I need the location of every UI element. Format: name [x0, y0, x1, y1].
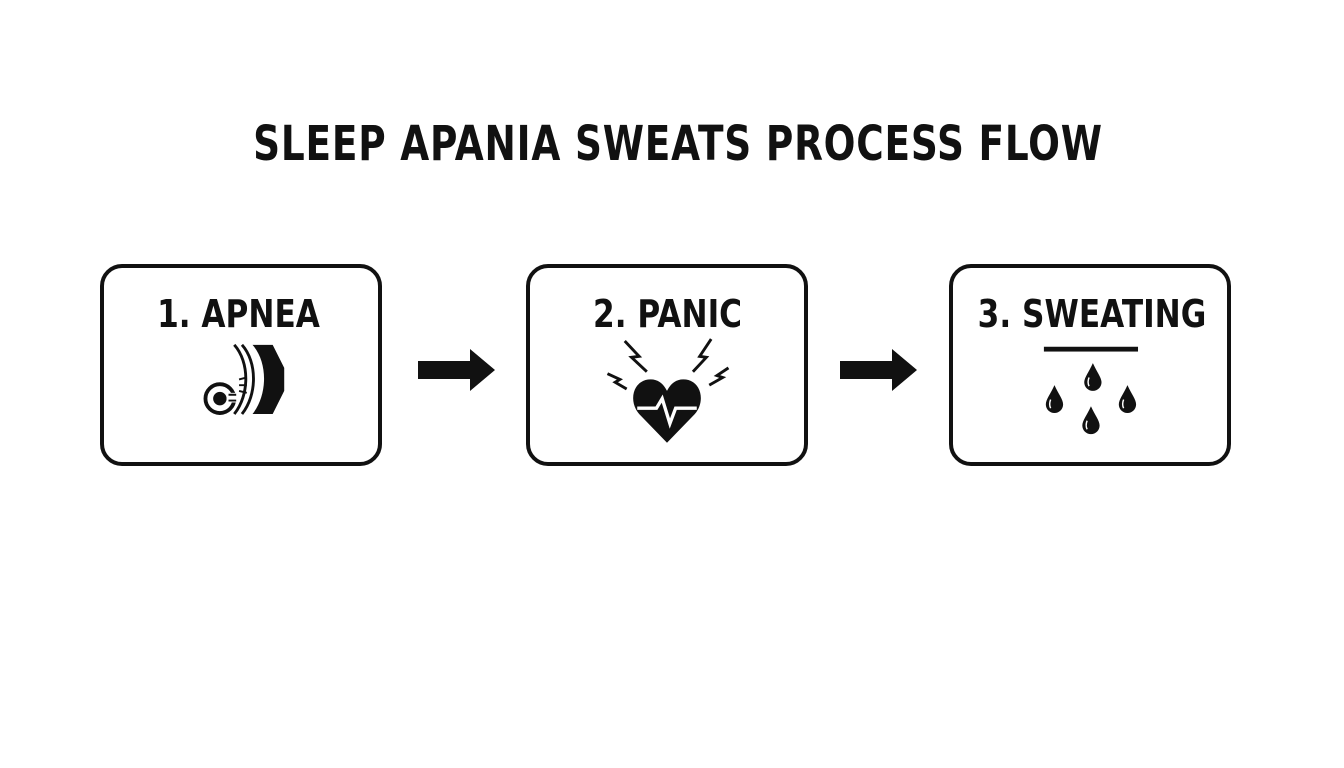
- heart-panic-icon: [606, 338, 730, 443]
- airway-blockage-icon: [203, 343, 285, 415]
- step-box-panic: 2. PANIC: [526, 264, 808, 466]
- step-box-sweating: 3. SWEATING: [949, 264, 1231, 466]
- step-label-sweating: 3. SWEATING: [977, 292, 1207, 336]
- step-label-panic: 2. PANIC: [593, 292, 743, 336]
- step-box-apnea: 1. APNEA: [100, 264, 382, 466]
- diagram-title: SLEEP APANIA SWEATS PROCESS FLOW: [253, 116, 1103, 172]
- arrow-right-icon: [840, 349, 917, 391]
- arrow-right-icon: [418, 349, 495, 391]
- sweat-drops-icon: [1043, 346, 1139, 435]
- step-label-apnea: 1. APNEA: [157, 292, 320, 336]
